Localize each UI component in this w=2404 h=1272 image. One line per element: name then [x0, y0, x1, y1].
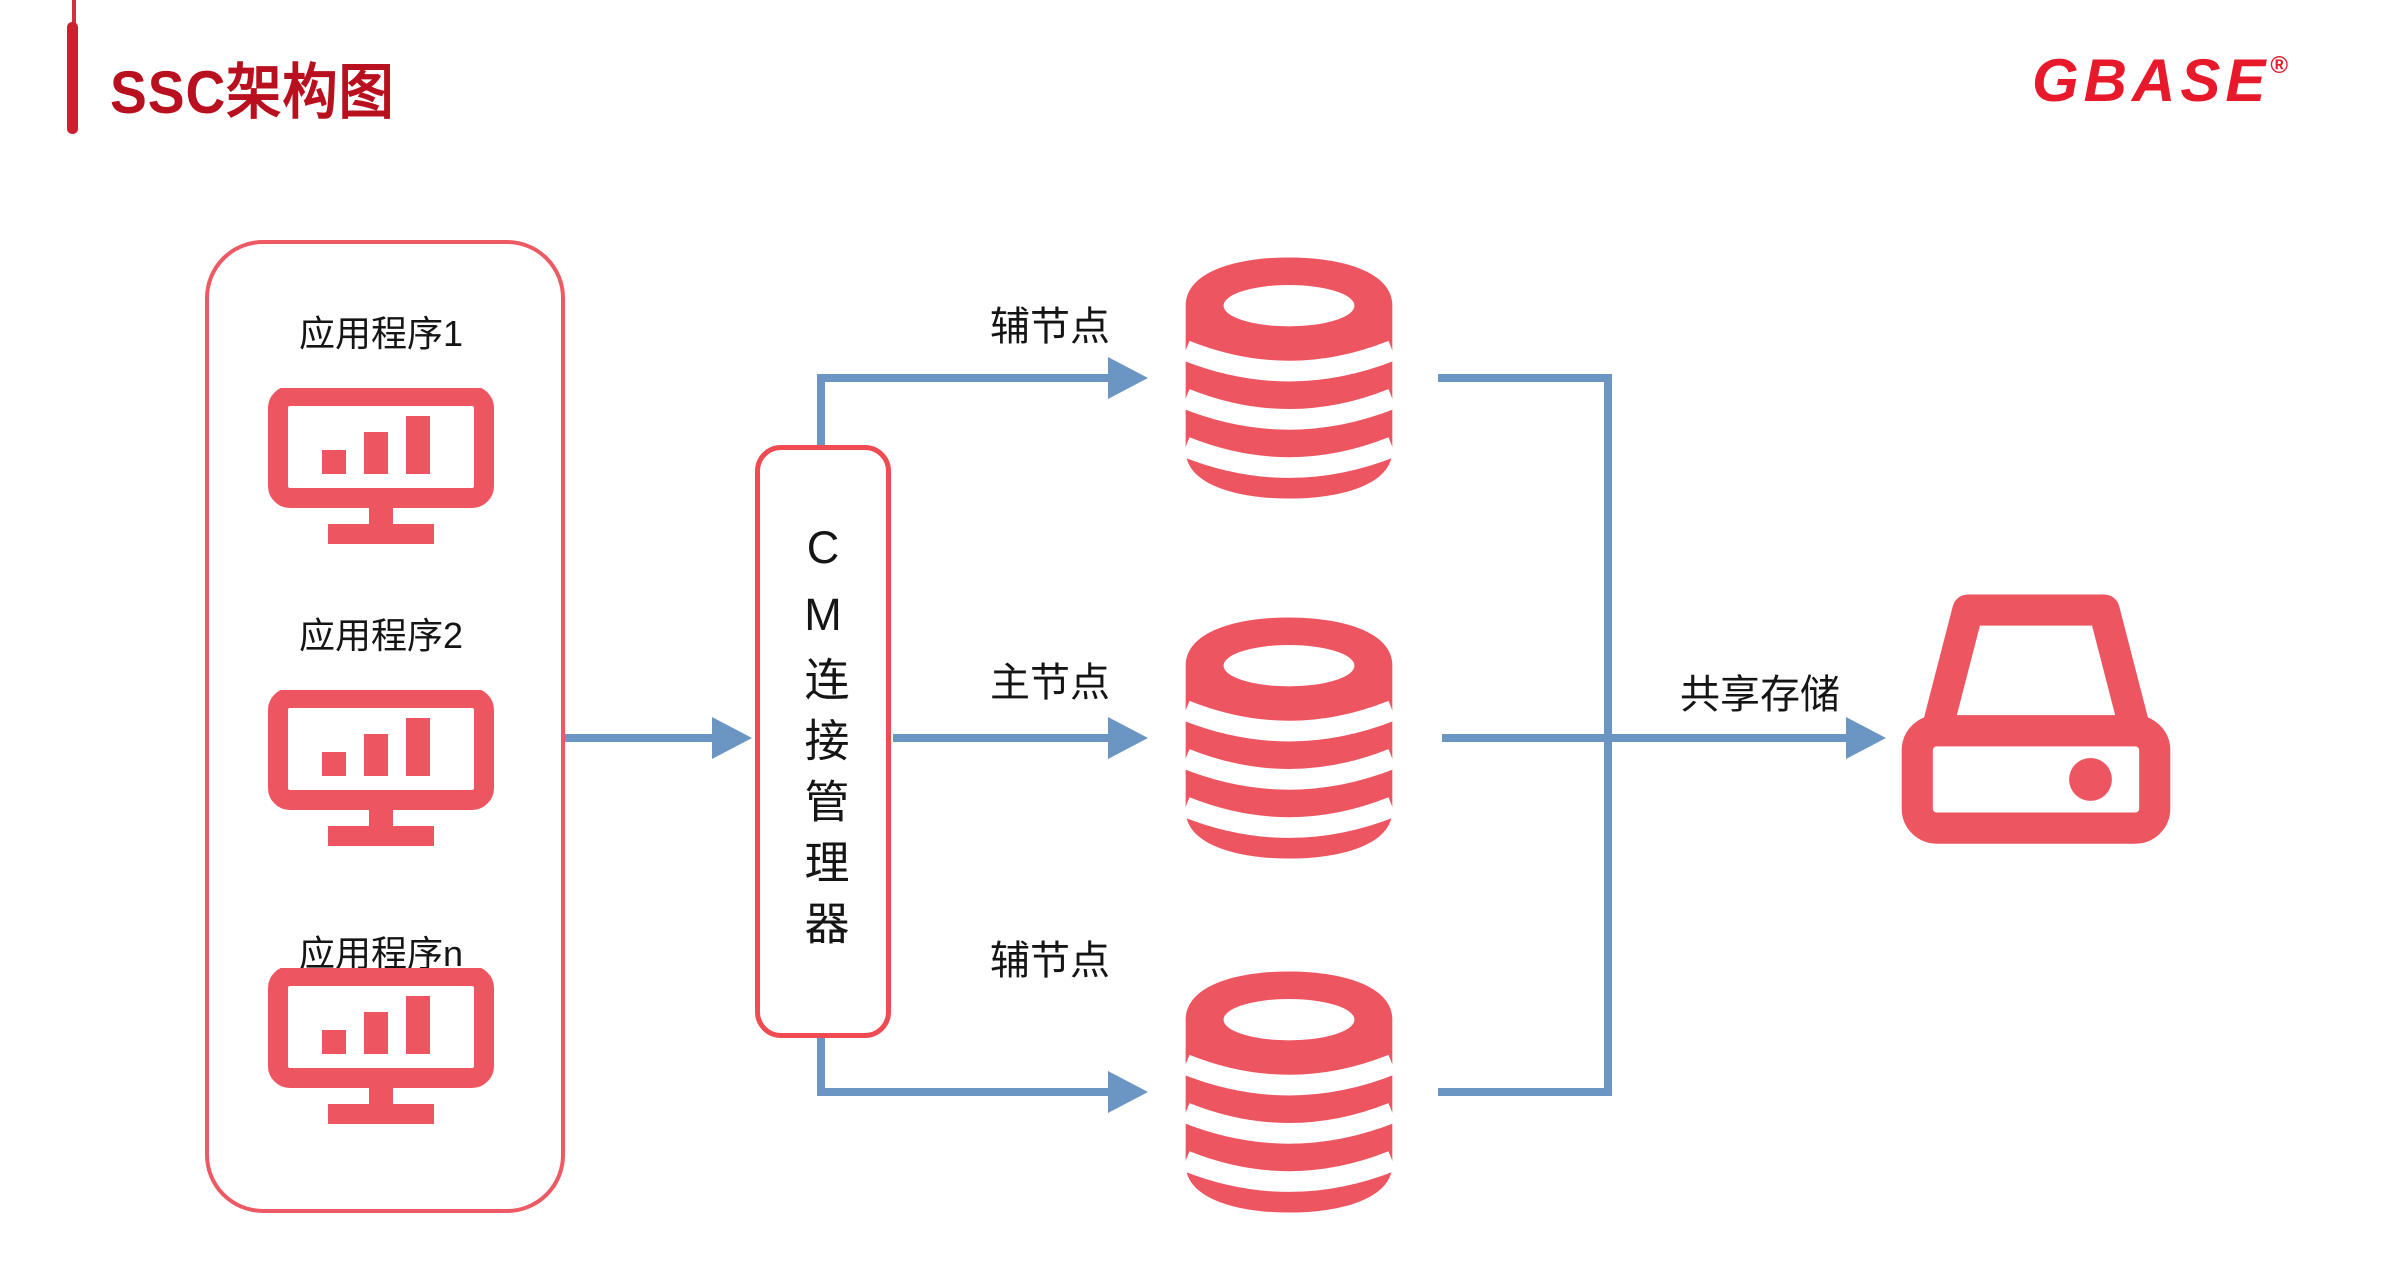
title-accent-line: [72, 0, 76, 26]
cm-connection-manager-box: CM连接管理器: [755, 445, 891, 1038]
shared-storage-label: 共享存储: [1680, 673, 1840, 717]
database-icon: [1181, 971, 1397, 1213]
gbase-logo: GBASE®: [2032, 46, 2362, 115]
connector-cm-to-bottom-node: [817, 1036, 1110, 1096]
page-title: SSC架构图: [110, 59, 395, 126]
secondary-node-top-label: 辅节点: [990, 305, 1110, 349]
app-label-1: 应用程序1: [298, 313, 464, 354]
database-icon: [1181, 257, 1397, 499]
arrowhead-into-primary-node: [1108, 717, 1148, 759]
primary-node-label: 主节点: [990, 661, 1110, 705]
cm-connection-manager-label: CM连接管理器: [797, 522, 849, 961]
app-label-2: 应用程序2: [298, 615, 464, 656]
registered-mark: ®: [2270, 52, 2289, 79]
arrowhead-into-storage: [1846, 717, 1886, 759]
arrowhead-into-bottom-node: [1108, 1071, 1148, 1113]
connector-cm-to-top-node: [817, 374, 1110, 447]
gbase-logo-text: GBASE: [2032, 47, 2271, 114]
secondary-node-bottom-label: 辅节点: [990, 939, 1110, 983]
monitor-chart-icon: [268, 968, 494, 1124]
hard-drive-icon: [1901, 594, 2171, 844]
monitor-chart-icon: [268, 388, 494, 544]
title-accent-bar: [67, 22, 78, 134]
arrowhead-into-cm: [712, 717, 752, 759]
database-icon: [1181, 617, 1397, 859]
arrowhead-into-top-node: [1108, 357, 1148, 399]
monitor-chart-icon: [268, 690, 494, 846]
